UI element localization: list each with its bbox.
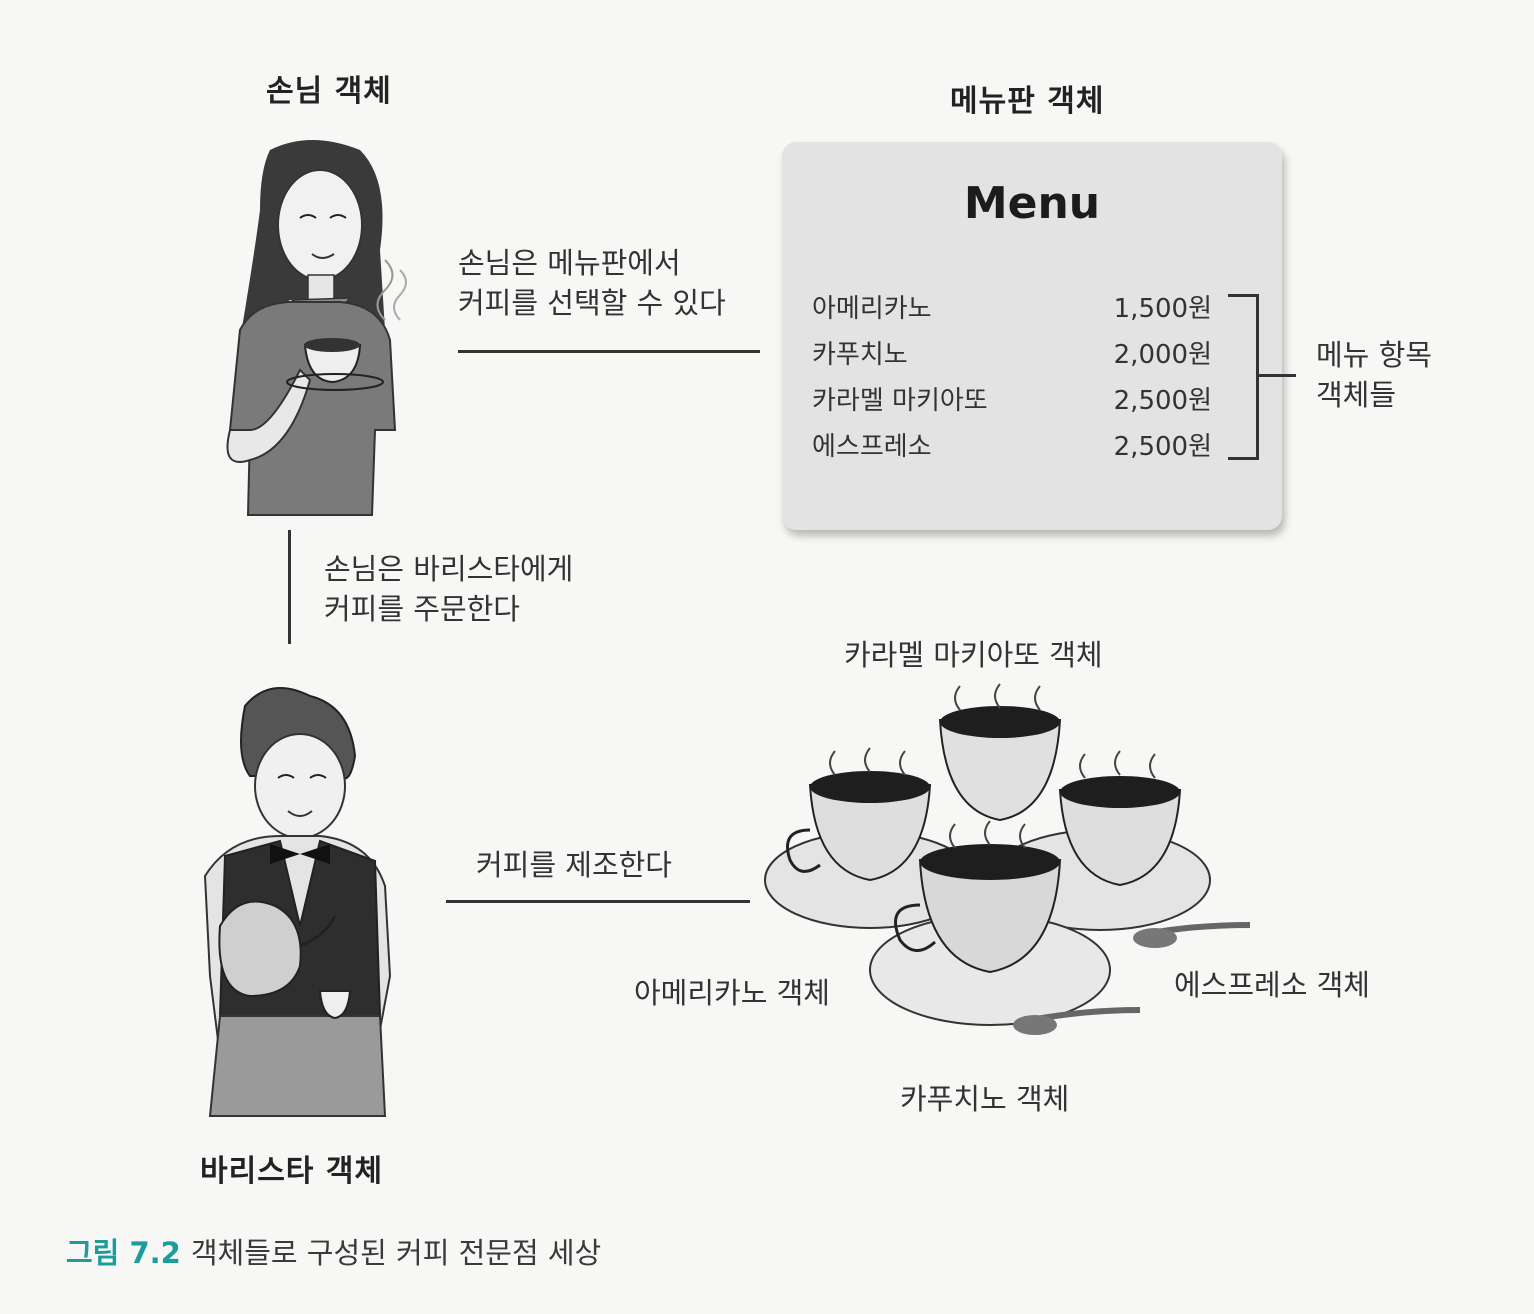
menu-item-name: 카푸치노 [812, 340, 908, 370]
americano-object-label: 아메리카노 객체 [634, 976, 830, 1010]
menu-item: 아메리카노 1,500원 [812, 288, 1212, 328]
figure-caption: 그림 7.2 객체들로 구성된 커피 전문점 세상 [66, 1230, 601, 1272]
customer-object-label: 손님 객체 [266, 74, 392, 109]
menu-item: 에스프레소 2,500원 [812, 426, 1212, 466]
menu-item-price: 2,000원 [1113, 340, 1212, 370]
connector-customer-barista [288, 530, 291, 644]
menu-item-price: 2,500원 [1113, 432, 1212, 462]
customer-illustration [226, 140, 407, 516]
figure-caption-text: 객체들로 구성된 커피 전문점 세상 [190, 1236, 602, 1270]
barista-illustration [203, 687, 392, 1117]
relation-customer-barista-line1: 손님은 바리스타에게 [324, 552, 574, 586]
menu-items-bracket [1228, 294, 1259, 460]
menu-item: 카라멜 마키아또 2,500원 [812, 380, 1212, 420]
caramel-macchiato-object-label: 카라멜 마키아또 객체 [844, 638, 1103, 672]
relation-barista-coffee: 커피를 제조한다 [476, 848, 672, 882]
relation-customer-menu-line1: 손님은 메뉴판에서 [458, 246, 681, 280]
connector-barista-coffee [446, 900, 750, 903]
menu-board-object-label: 메뉴판 객체 [950, 84, 1105, 119]
figure-number: 그림 7.2 [66, 1236, 181, 1270]
barista-object-label: 바리스타 객체 [200, 1154, 384, 1189]
espresso-object-label: 에스프레소 객체 [1174, 968, 1370, 1002]
menu-item-price: 1,500원 [1113, 294, 1212, 324]
menu-title: Menu [963, 178, 1101, 229]
connector-customer-menu [458, 350, 760, 353]
menu-item: 카푸치노 2,000원 [812, 334, 1212, 374]
menu-items-bracket-tick [1256, 374, 1296, 377]
menu-item-name: 아메리카노 [812, 294, 932, 324]
menu-item-name: 카라멜 마키아또 [812, 386, 988, 416]
menu-item-price: 2,500원 [1113, 386, 1212, 416]
cappuccino-object-label: 카푸치노 객체 [900, 1082, 1070, 1116]
relation-customer-barista-line2: 커피를 주문한다 [324, 592, 520, 626]
relation-customer-menu-line2: 커피를 선택할 수 있다 [458, 286, 726, 320]
menu-board: Menu 아메리카노 1,500원 카푸치노 2,000원 카라멜 마키아또 2… [782, 142, 1282, 530]
coffee-cups-illustration [764, 683, 1251, 1035]
menu-item-name: 에스프레소 [812, 432, 932, 462]
menu-item-objects-label-line2: 객체들 [1316, 378, 1397, 412]
menu-item-objects-label-line1: 메뉴 항목 [1316, 338, 1432, 372]
